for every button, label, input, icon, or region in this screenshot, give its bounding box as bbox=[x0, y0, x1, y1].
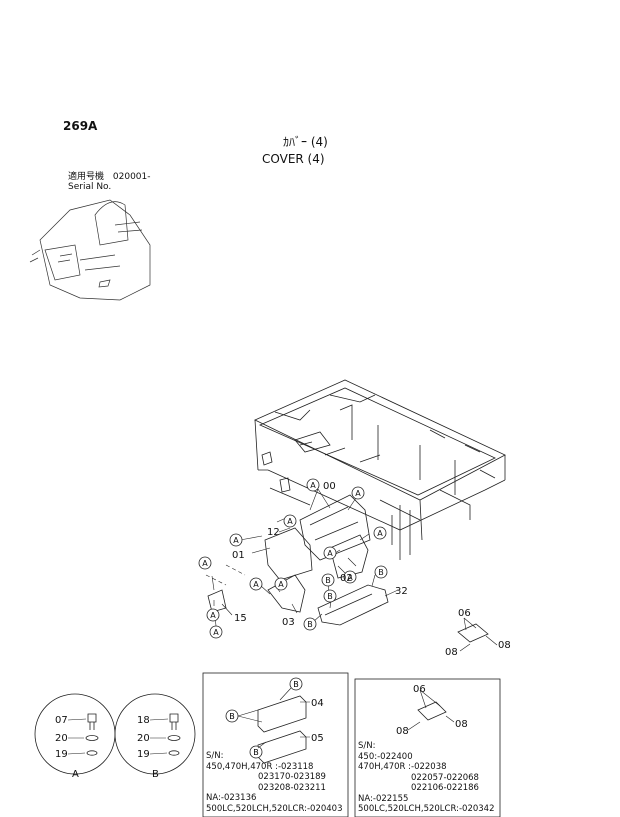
callout-02: 02 bbox=[340, 573, 353, 584]
ref-a-2: A bbox=[355, 489, 361, 498]
callout-15: 15 bbox=[234, 613, 247, 624]
ref-a-1: A bbox=[310, 481, 316, 490]
cover-panel-00 bbox=[299, 494, 371, 561]
inset-box-left: B B B 04 05 bbox=[202, 672, 349, 817]
inset-left-line: 023208-023211 bbox=[258, 782, 326, 793]
detail-b-label: B bbox=[152, 769, 159, 780]
inset-right-line: S/N: bbox=[358, 741, 376, 751]
callout-12: 12 bbox=[267, 527, 280, 538]
bracket-15 bbox=[207, 589, 227, 613]
inset-left-line: 500LC,520LCH,520LCR:-020403 bbox=[206, 803, 343, 814]
detail-a-part-3: 19 bbox=[55, 749, 68, 760]
inset-box-right: 06 08 08 bbox=[354, 678, 501, 817]
ref-a-6: A bbox=[327, 549, 333, 558]
callout-01: 01 bbox=[232, 550, 245, 561]
page-number: 269A bbox=[63, 119, 98, 133]
ref-a-8: A bbox=[278, 580, 284, 589]
inset-right-part-08b: 08 bbox=[396, 726, 409, 737]
serial-label-en: Serial No. bbox=[68, 182, 112, 192]
cover-panel-02 bbox=[329, 534, 369, 579]
inset-left-part-04: 04 bbox=[311, 698, 324, 709]
callout-00: 00 bbox=[323, 481, 336, 492]
cover-panel-32 bbox=[317, 584, 389, 626]
detail-circle-b: 18 20 19 B bbox=[114, 693, 196, 780]
callout-03: 03 bbox=[282, 617, 295, 628]
inset-left-part-05: 05 bbox=[311, 733, 324, 744]
inset-right-line: 022057-022068 bbox=[411, 772, 479, 783]
part-callouts: 00 01 02 03 12 15 32 06 08 08 bbox=[232, 481, 511, 658]
detail-a-part-1: 07 bbox=[55, 715, 68, 726]
inset-left-ref-3: B bbox=[253, 748, 259, 757]
ref-a-7: A bbox=[347, 573, 353, 582]
title-japanese: ｶﾊﾞｰ (4) bbox=[283, 135, 328, 149]
detail-b-part-2: 20 bbox=[137, 733, 150, 744]
inset-right-line: 022106-022186 bbox=[411, 783, 479, 793]
serial-label-jp: 適用号機 bbox=[68, 172, 105, 182]
serial-value: 020001- bbox=[112, 172, 151, 182]
callout-08a: 08 bbox=[498, 640, 511, 651]
title-english: COVER (4) bbox=[262, 152, 325, 166]
detail-a-label: A bbox=[72, 769, 79, 780]
inset-left-line: NA:-023136 bbox=[206, 793, 257, 803]
ref-a-3: A bbox=[233, 536, 239, 545]
ref-a-12: A bbox=[213, 628, 219, 637]
inset-right-line: 470H,470R :-022038 bbox=[358, 762, 447, 772]
callout-06: 06 bbox=[458, 608, 471, 619]
frame-structure bbox=[254, 379, 506, 560]
inset-right-part-06: 06 bbox=[413, 684, 426, 695]
detail-a-part-2: 20 bbox=[55, 733, 68, 744]
ref-b-1: B bbox=[325, 576, 331, 585]
inset-left-line: 023170-023189 bbox=[258, 772, 326, 782]
ref-b-2: B bbox=[327, 592, 333, 601]
detail-circle-a: 07 20 19 A bbox=[34, 693, 116, 780]
ref-b-4: B bbox=[307, 620, 313, 629]
inset-left-line: 450,470H,470R :-023118 bbox=[206, 761, 314, 772]
serial-block: 適用号機 020001- Serial No. bbox=[68, 172, 151, 192]
ref-circles bbox=[198, 478, 388, 639]
inset-right-line: 500LC,520LCH,520LCR:-020342 bbox=[358, 804, 495, 814]
ref-a-4: A bbox=[287, 517, 293, 526]
ref-a-10: A bbox=[202, 559, 208, 568]
cover-panel-03 bbox=[267, 574, 306, 613]
ref-b-3: B bbox=[378, 568, 384, 577]
inset-right-line: 450:-022400 bbox=[358, 751, 413, 762]
detail-b-part-1: 18 bbox=[137, 715, 150, 726]
machine-thumbnail bbox=[29, 199, 151, 301]
inset-right-text: S/N: 450:-022400 470H,470R :-022038 0220… bbox=[358, 741, 495, 815]
inset-left-line: S/N: bbox=[206, 751, 224, 761]
cover-panel-01 bbox=[264, 527, 313, 581]
inset-left-ref-1: B bbox=[293, 680, 299, 689]
ref-a-11: A bbox=[210, 611, 216, 620]
inset-right-line: NA:-022155 bbox=[358, 793, 409, 804]
ref-a-5: A bbox=[377, 529, 383, 538]
leader-lines bbox=[205, 488, 498, 652]
inset-right-part-08a: 08 bbox=[455, 719, 468, 730]
callout-32: 32 bbox=[395, 586, 408, 597]
callout-08b: 08 bbox=[445, 647, 458, 658]
bracket-06 bbox=[457, 623, 489, 643]
inset-left-text: S/N: 450,470H,470R :-023118 023170-02318… bbox=[206, 751, 343, 814]
ref-a-9: A bbox=[253, 580, 259, 589]
detail-b-part-3: 19 bbox=[137, 749, 150, 760]
inset-left-ref-2: B bbox=[229, 712, 235, 721]
